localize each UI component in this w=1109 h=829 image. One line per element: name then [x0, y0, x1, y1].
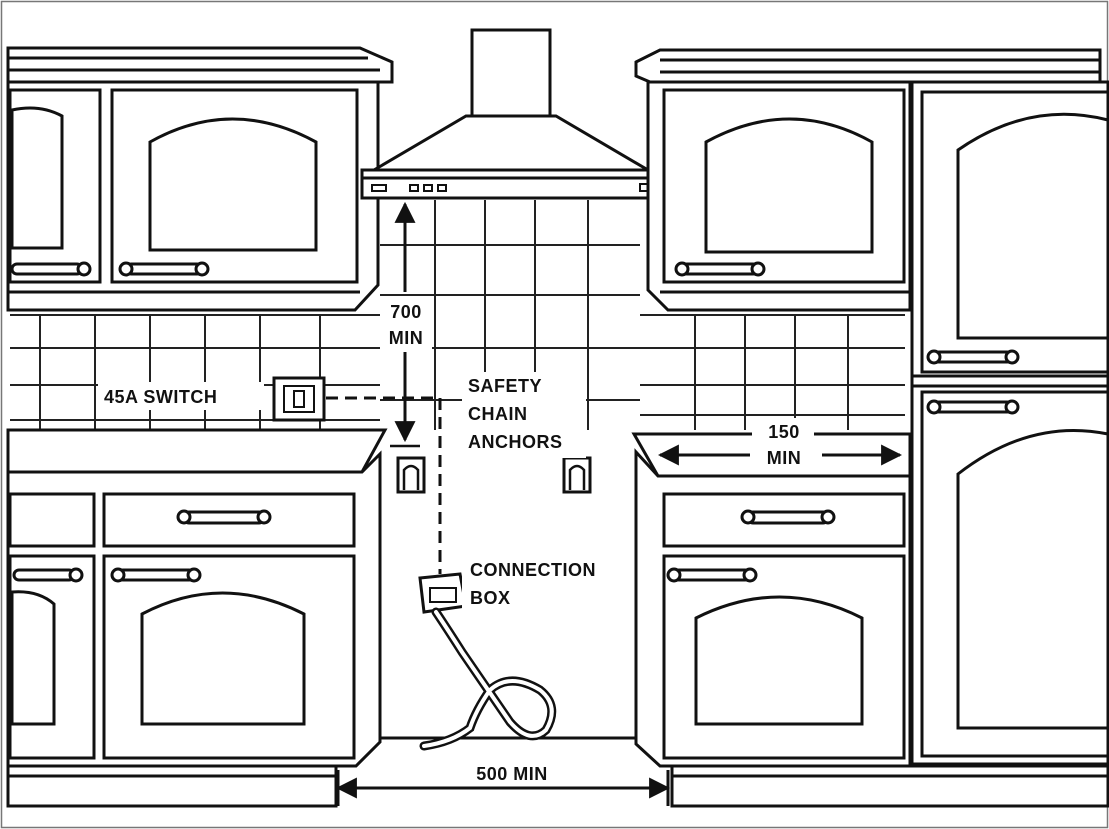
connection-box: [418, 572, 468, 614]
right-base-cabinet: [631, 432, 912, 768]
hood-button: [423, 184, 433, 192]
hood-button: [437, 184, 447, 192]
hood-clearance-unit: MIN: [389, 328, 424, 348]
gap-width-label: 500 MIN: [476, 764, 548, 784]
hood-clearance-value: 700: [390, 302, 422, 322]
switch-label: 45A SWITCH: [104, 387, 217, 407]
plinths: [6, 736, 1109, 808]
hood-light: [371, 184, 387, 192]
cooker-hood: [360, 28, 660, 200]
safety-chain-anchors: [396, 456, 592, 494]
hood-chimney: [470, 28, 552, 118]
anchors-label-line3: ANCHORS: [468, 432, 563, 452]
cable-route-dashed: [326, 396, 442, 574]
connection-label-line2: BOX: [470, 588, 511, 608]
hood-button: [409, 184, 419, 192]
dimension-500: [335, 770, 671, 806]
anchor-right: [562, 456, 592, 494]
flex-hose-inner: [422, 610, 554, 748]
anchor-left: [396, 456, 426, 494]
anchors-label-line2: CHAIN: [468, 404, 528, 424]
anchors-label-line1: SAFETY: [468, 376, 542, 396]
dimension-700: [390, 201, 420, 448]
left-base-cabinets: [6, 428, 388, 768]
right-wall-cabinet: [634, 48, 1102, 312]
side-clearance-unit: MIN: [767, 448, 802, 468]
side-clearance-value: 150: [768, 422, 800, 442]
isolator-switch: [272, 376, 326, 422]
left-wall-cabinets: [6, 46, 394, 312]
connection-label-line1: CONNECTION: [470, 560, 596, 580]
backsplash-tiles: [10, 200, 905, 430]
hood-base: [360, 168, 660, 200]
tall-cabinet: [910, 80, 1109, 766]
